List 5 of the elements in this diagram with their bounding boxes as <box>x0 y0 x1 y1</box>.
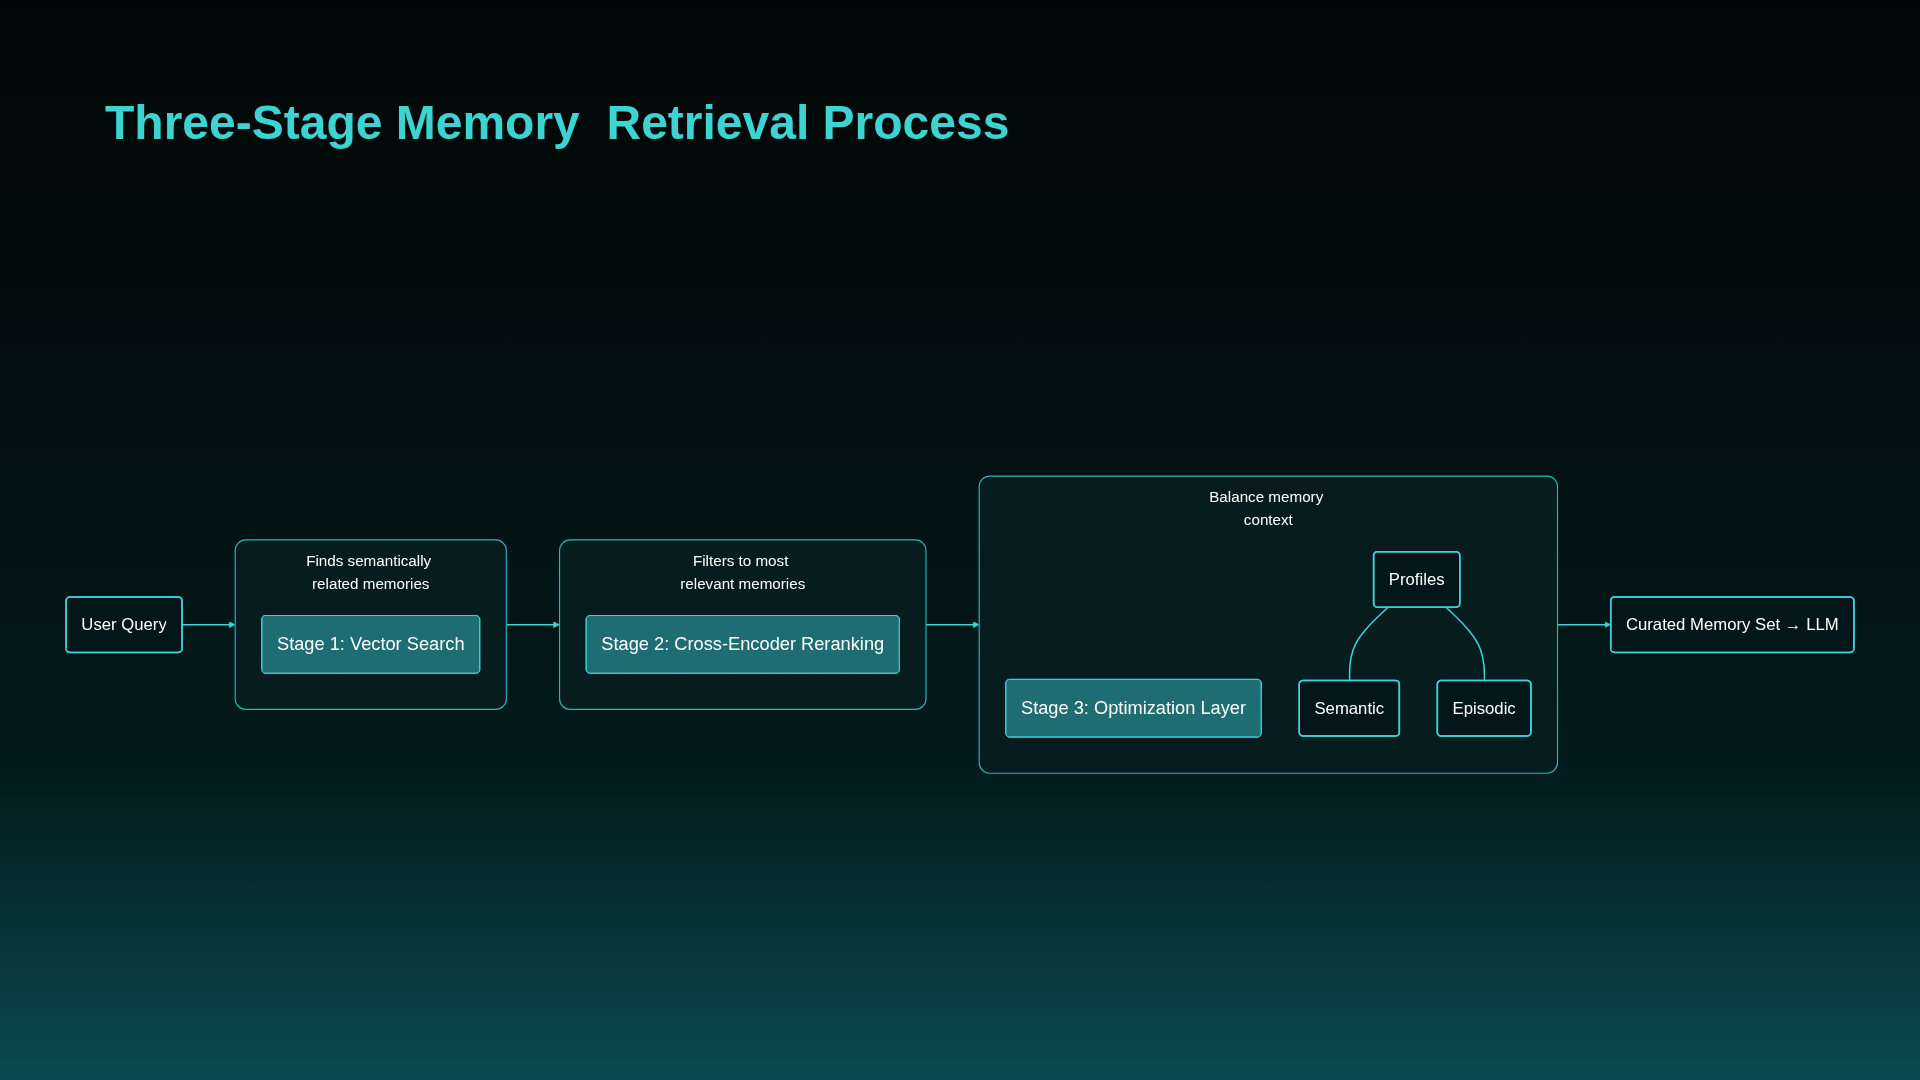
connector <box>1445 607 1486 682</box>
connector <box>1348 607 1389 682</box>
arrow <box>925 621 980 629</box>
diagram-title: Three-Stage Memory Retrieval Process <box>105 95 1010 150</box>
arrow <box>181 621 236 629</box>
